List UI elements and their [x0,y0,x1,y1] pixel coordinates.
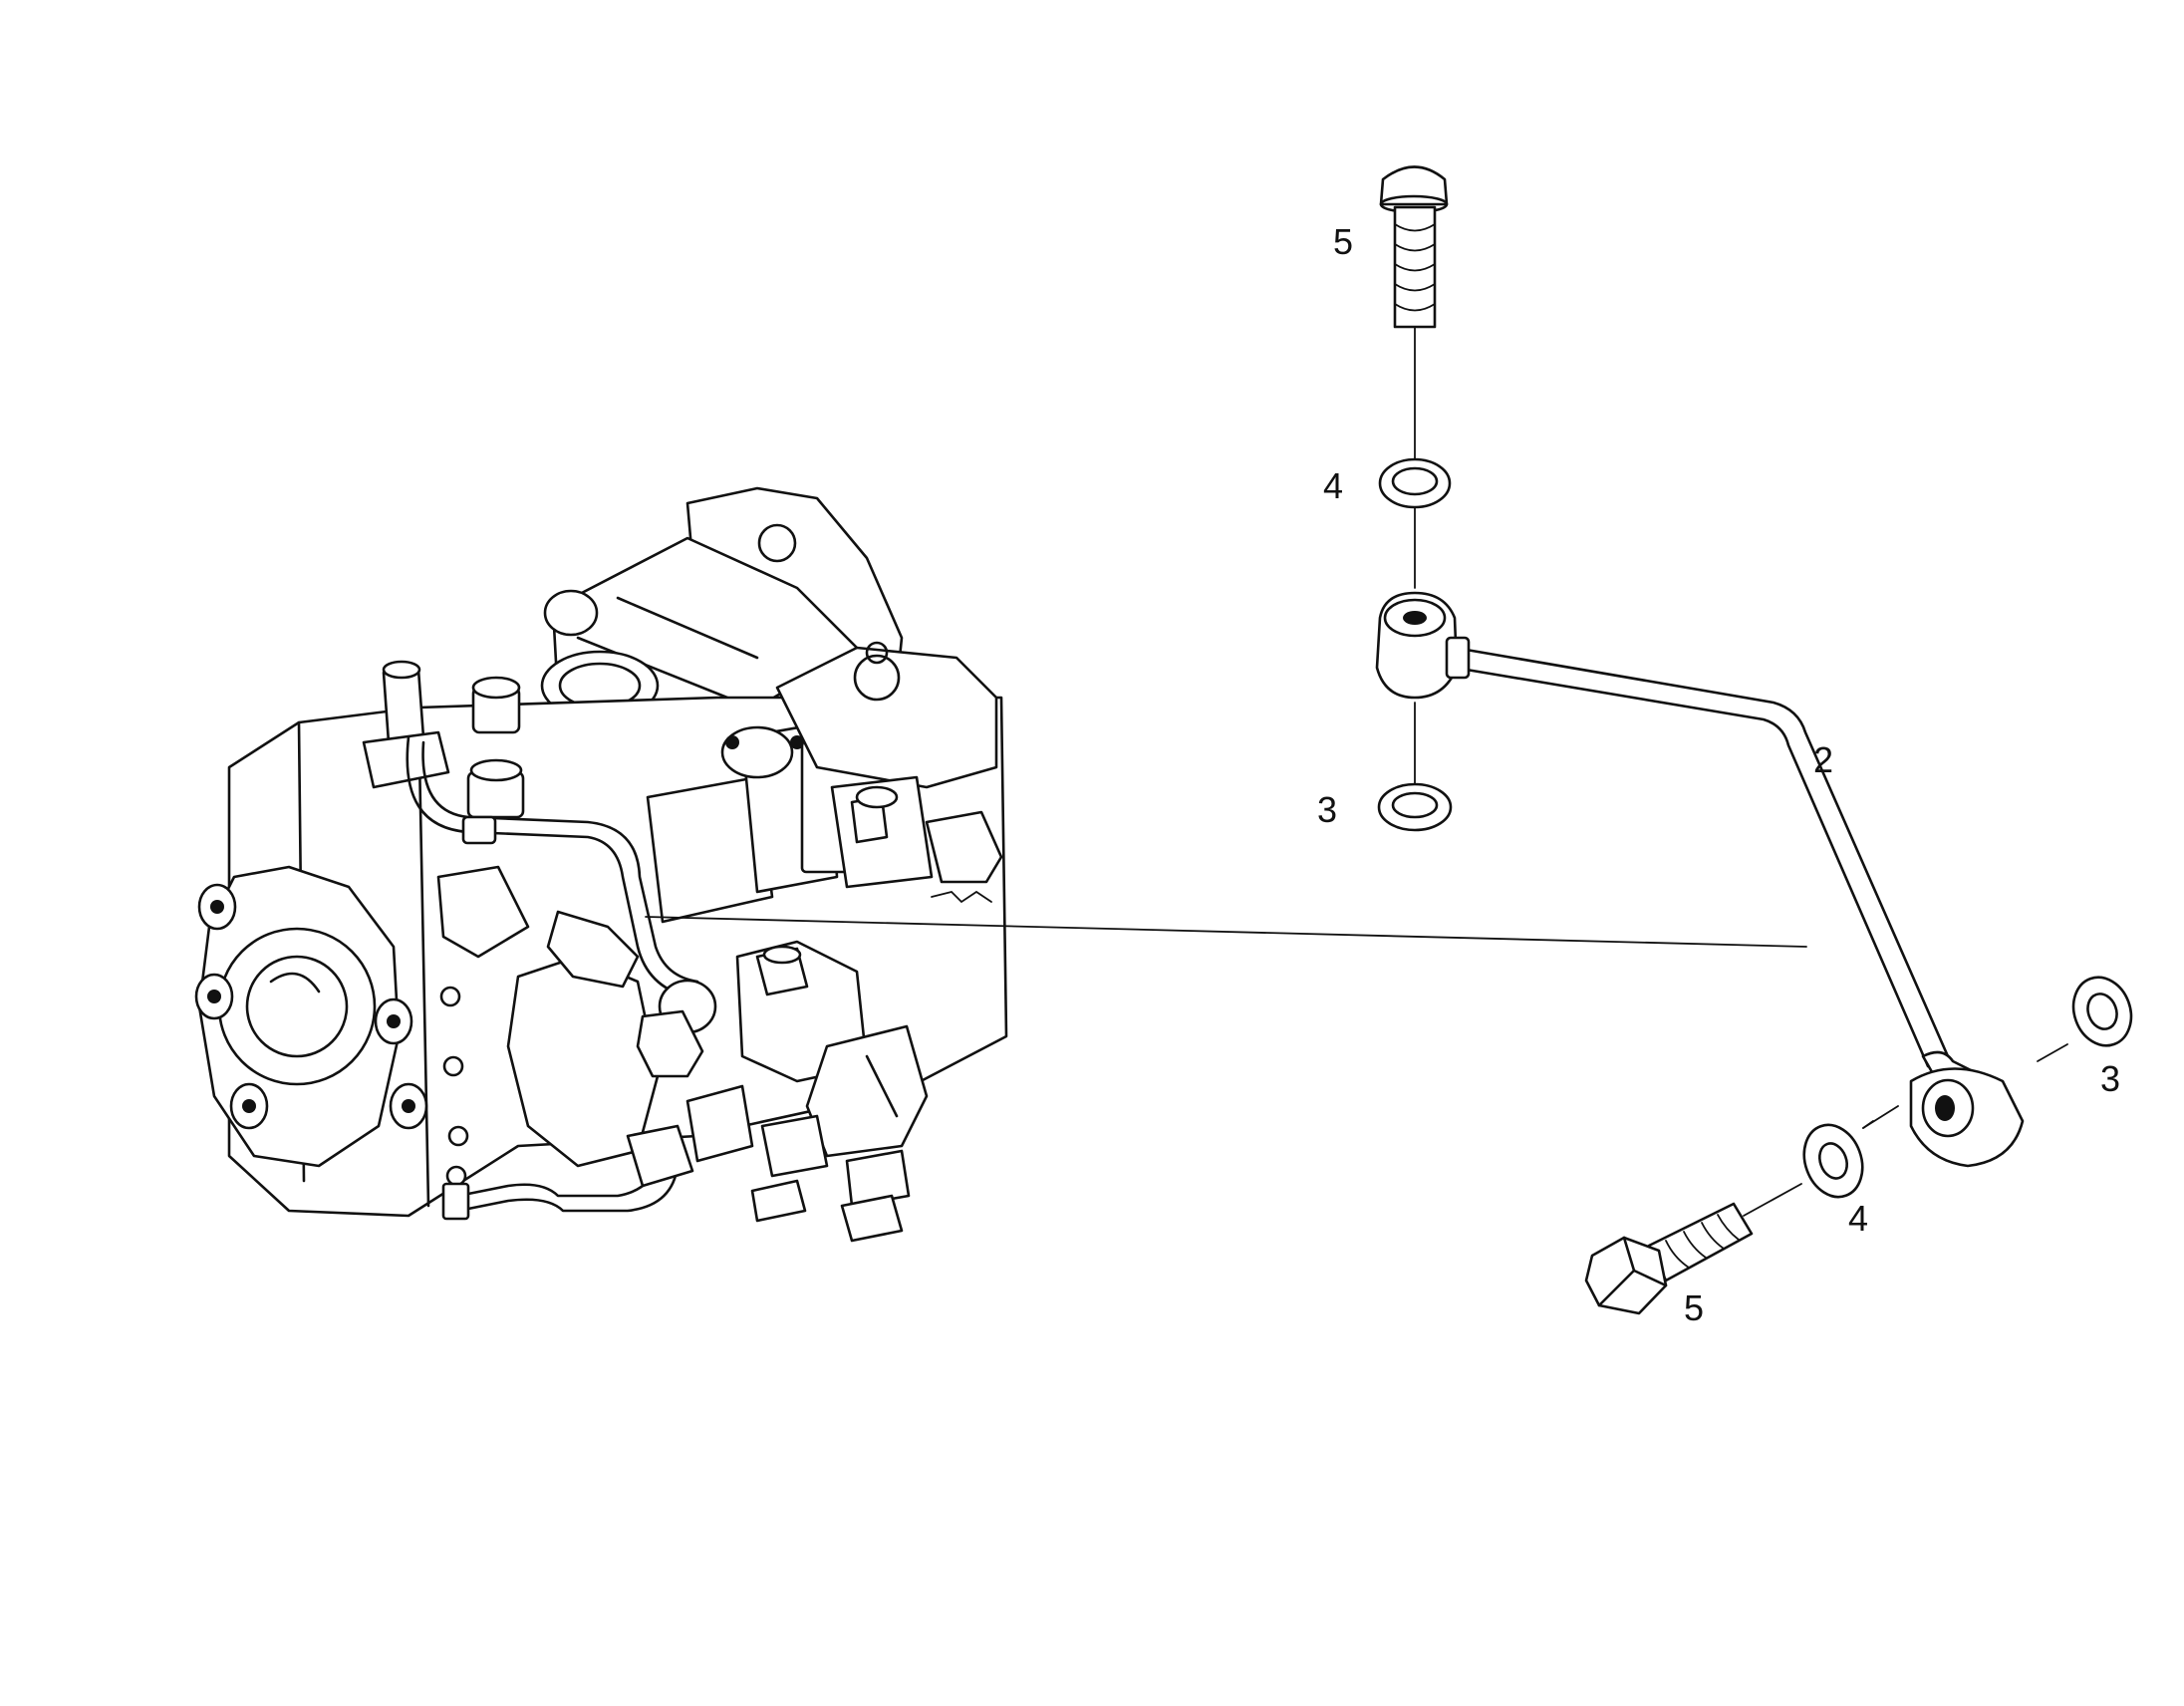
callout-washer-bottom: 4 [1848,1198,1868,1239]
callout-bolt-bottom: 5 [1684,1287,1704,1328]
callout-seal-top: 3 [1317,789,1337,830]
hydraulic-pump-assembly [194,486,1008,1243]
callout-washer-top: 4 [1323,465,1343,506]
bolt-top [1379,165,1449,329]
assembly-axis-right [2037,1043,2068,1062]
seal-right [2071,976,2133,1047]
bolt-bottom [1584,1202,1754,1315]
seal-top [1377,782,1453,832]
callout-pipe: 2 [1813,739,1833,780]
washer-top [1378,457,1452,509]
callout-seal-right: 3 [2100,1058,2120,1099]
callout-bolt-top: 5 [1333,221,1353,262]
pipe-assembly [1375,591,2025,1168]
assembly-axis-bottom-2 [1862,1105,1899,1129]
washer-bottom [1802,1123,1864,1199]
assembly-axis-bolt [1743,1183,1802,1217]
leader-line [645,916,1807,948]
